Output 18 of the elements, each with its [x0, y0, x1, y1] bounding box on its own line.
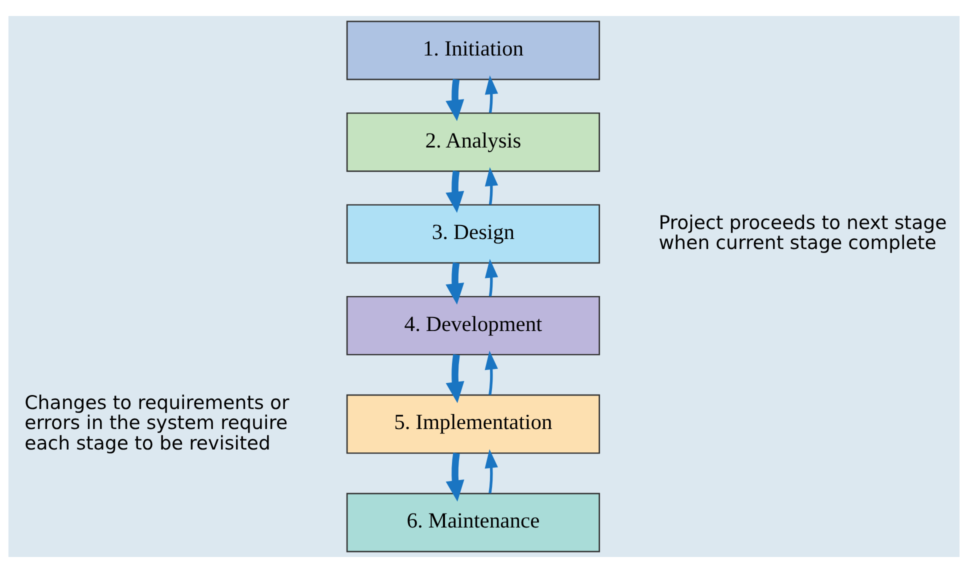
node-box: 6. Maintenance: [346, 492, 600, 552]
label: Project proceeds to next stage when current stage complete: [658, 212, 947, 254]
node-box: 1. Initiation: [346, 20, 600, 80]
node-box: 5. Implementation: [346, 394, 600, 454]
arrow: [446, 170, 464, 213]
arrow: [484, 167, 498, 205]
arrow: [484, 75, 498, 113]
arrow: [446, 78, 464, 122]
arrow: [484, 350, 498, 395]
node-box: 4. Development: [346, 296, 600, 356]
label: Changes to requirements or errors in the system require each stage to be revisited: [24, 392, 290, 454]
arrow: [446, 262, 464, 305]
node-box: 2. Analysis: [346, 112, 600, 172]
arrow: [484, 449, 498, 494]
node-box: 3. Design: [346, 204, 600, 264]
arrow: [446, 354, 464, 404]
arrow: [446, 452, 464, 502]
arrow: [484, 258, 498, 296]
